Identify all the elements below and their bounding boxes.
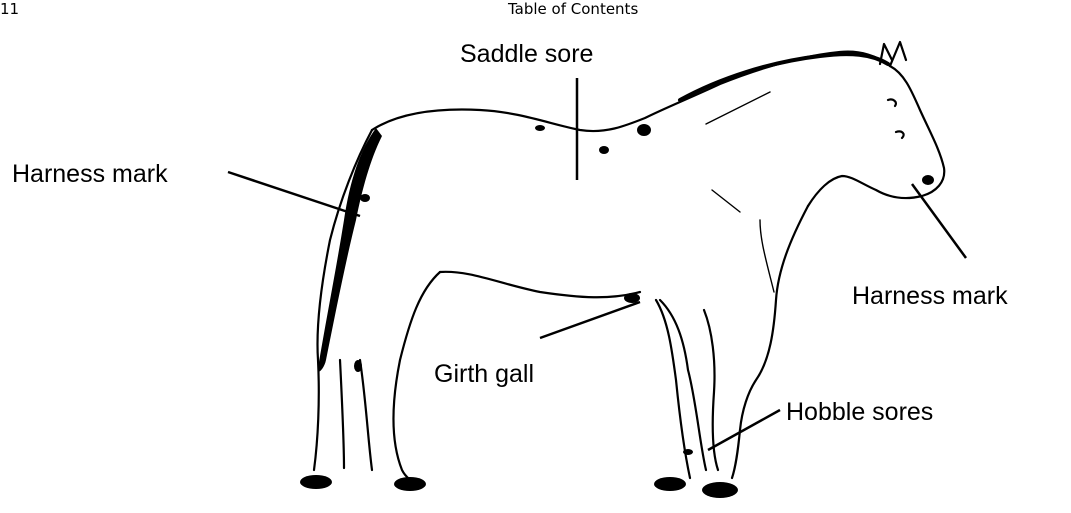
hoof-1 <box>300 475 332 489</box>
horse-chest <box>740 206 808 430</box>
horse-mane <box>680 54 888 100</box>
harness-mark-left-label: Harness mark <box>12 160 168 188</box>
sore-spot <box>599 146 609 154</box>
hoof-4 <box>702 482 738 498</box>
horse-hooves <box>300 475 738 498</box>
saddle-sore-label: Saddle sore <box>460 40 593 68</box>
harness-mark-right-label: Harness mark <box>852 282 1008 310</box>
horse-front-legs <box>656 300 740 478</box>
horse-head <box>808 66 944 206</box>
sore-spot <box>922 175 934 185</box>
girth-gall-label: Girth gall <box>434 360 534 388</box>
hoof-2 <box>394 477 426 491</box>
horse-belly <box>440 272 640 297</box>
harness-mark-right-pointer <box>912 184 966 258</box>
hoof-3 <box>654 477 686 491</box>
sore-spot <box>354 360 362 372</box>
hobble-sores-label: Hobble sores <box>786 398 933 426</box>
girth-gall-pointer <box>540 302 640 338</box>
horse-muscle-lines <box>706 92 774 292</box>
hobble-sores-pointer <box>708 410 780 450</box>
sore-spot <box>637 124 651 136</box>
sore-spot <box>360 194 370 202</box>
sore-spot <box>624 293 640 303</box>
sore-spot <box>683 449 693 455</box>
harness-mark-left-pointer <box>228 172 360 216</box>
horse-face-details <box>888 99 904 138</box>
sore-spot <box>535 125 545 131</box>
horse-back-outline <box>372 52 890 131</box>
